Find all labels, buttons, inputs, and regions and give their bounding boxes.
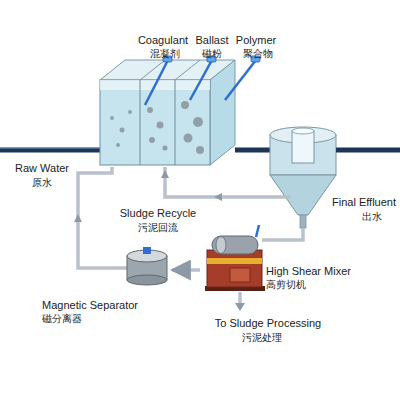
component-label-block: High Shear Mixer高剪切机: [266, 264, 351, 292]
tank-partition: [139, 80, 140, 165]
tank-partition: [174, 80, 175, 165]
stream-label-chinese: 原水: [32, 176, 52, 190]
floc: [163, 146, 168, 151]
mixer-probe: [256, 225, 259, 237]
floc: [184, 134, 193, 143]
stream-label-chinese: 污泥处理: [242, 331, 282, 345]
floc: [110, 116, 114, 120]
component-name-chinese: 磁分离器: [42, 312, 138, 326]
ballast-dosing-probe: [190, 60, 212, 100]
floc-particles: [110, 101, 204, 154]
clarifier-outlet: [300, 215, 306, 228]
flow-arrow: [214, 193, 222, 201]
stream-label-chinese: 污泥回流: [138, 221, 178, 235]
chemical-label: Polymer: [236, 33, 276, 47]
chemical-label: Coagulant: [138, 33, 188, 47]
floc: [157, 122, 164, 129]
floc: [193, 117, 203, 127]
mixer-band: [207, 258, 262, 264]
stream-label: To Sludge Processing: [215, 316, 321, 330]
floc: [149, 137, 155, 143]
component-name: Magnetic Separator: [42, 298, 138, 312]
flow-arrow: [74, 214, 82, 222]
component-name-chinese: 高剪切机: [266, 278, 351, 292]
polymer-dosing-probe: [225, 60, 256, 100]
stream-label-chinese: 出水: [362, 210, 382, 224]
stream-label: Final Effluent: [332, 195, 396, 209]
clarifier-cone: [270, 175, 336, 215]
ballast-return-pipe: [78, 167, 127, 268]
clarifier-center-well: [292, 131, 314, 163]
floc: [181, 101, 189, 109]
sludge-pipe-connector: [172, 268, 200, 272]
tank-side: [210, 60, 235, 165]
floc: [147, 107, 153, 113]
flow-arrow: [235, 303, 245, 311]
chemical-label-chinese: 磁粉: [202, 47, 222, 61]
flow-arrow: [161, 170, 169, 178]
raw-water-pipe: [0, 148, 102, 153]
component-name: High Shear Mixer: [266, 264, 351, 278]
floc: [196, 146, 204, 154]
chemical-label: Ballast: [195, 33, 228, 47]
coagulant-dosing-probe: [145, 60, 168, 105]
transfer-pipe: [235, 148, 272, 153]
tank-partition-top: [175, 60, 200, 80]
stream-label: Raw Water: [15, 161, 69, 175]
pipe-highlight: [0, 148, 102, 149]
component-group: High Shear Mixer高剪切机: [200, 226, 355, 296]
chemical-label-chinese: 混凝剂: [150, 47, 180, 61]
floc: [116, 143, 120, 147]
separator-motor: [143, 247, 151, 254]
stream-label: Sludge Recycle: [120, 206, 196, 220]
mixer-drum-end: [216, 237, 226, 254]
sludge-recycle-pipe: [165, 167, 291, 197]
component-group: Magnetic Separator磁分离器: [38, 244, 172, 330]
center-well-rim: [292, 128, 314, 134]
mixer-panel: [230, 268, 250, 282]
sludge-pipe: [262, 228, 303, 240]
mixer-housing: [207, 250, 262, 287]
separator-bottom: [127, 275, 167, 285]
component-label-block: Magnetic Separator磁分离器: [42, 298, 138, 326]
mixer-drum: [212, 236, 258, 254]
effluent-pipe: [336, 148, 400, 153]
floc: [120, 128, 125, 133]
tank-partition-top: [140, 60, 165, 80]
floc: [128, 110, 132, 114]
chemical-label-chinese: 聚合物: [243, 47, 273, 61]
